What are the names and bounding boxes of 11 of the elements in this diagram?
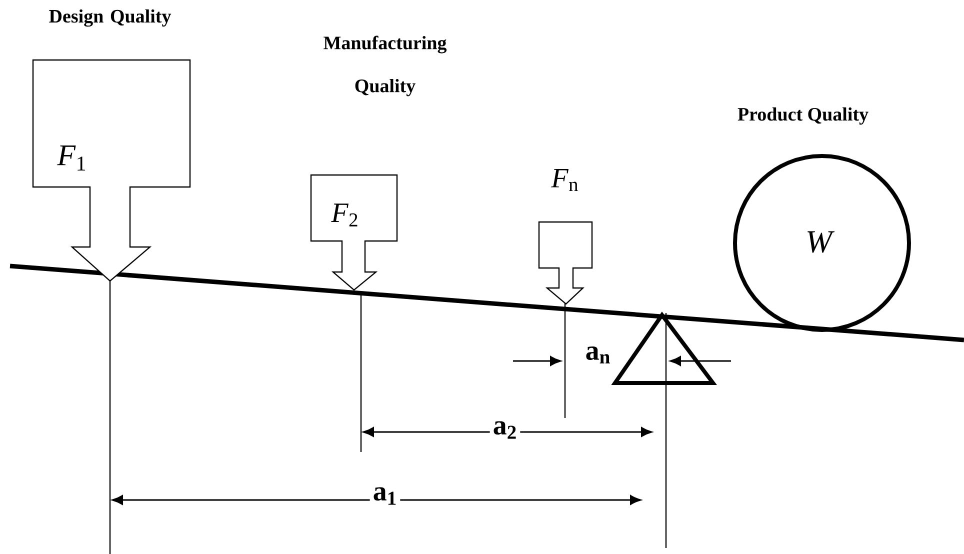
heading: Manufacturing Quality xyxy=(324,36,447,96)
weight-block: F$_{2}$ xyxy=(310,174,398,291)
heading: Design Quality xyxy=(49,9,172,27)
dimension-label: a$_{1}$ xyxy=(370,484,400,508)
weight-block: F$_{1}$ xyxy=(32,59,191,282)
node-label: F$_{n}$ xyxy=(551,168,578,192)
dimension-label: a$_{2}$ xyxy=(490,418,520,442)
weight-block: F$_{n}$ xyxy=(538,168,593,305)
dimension-label: a$_{n}$ xyxy=(582,344,614,366)
heading: Product Quality xyxy=(738,107,868,125)
lever-beam xyxy=(10,264,964,342)
